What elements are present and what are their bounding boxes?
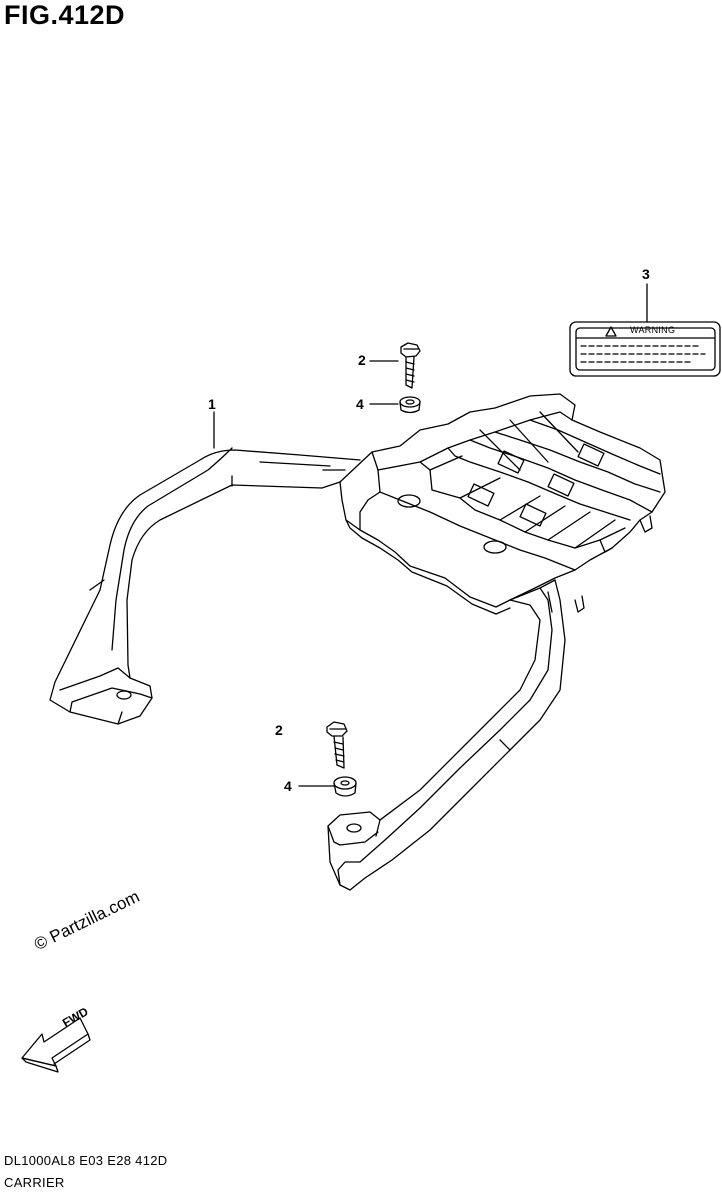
callout-3: 3 [642,266,650,282]
washer-lower [333,776,357,797]
carrier-right-arm [327,579,566,891]
washer-upper [399,396,421,414]
warning-triangle-icon [605,326,617,337]
callout-4-lower: 4 [284,778,292,794]
bolt-lower [326,721,348,769]
carrier-rack-plate [339,393,666,615]
callout-2-lower: 2 [275,722,283,738]
forward-arrow-icon [21,1017,91,1073]
warning-label-part [569,321,721,377]
figure-title: FIG.412D [4,0,126,30]
callout-1: 1 [208,396,216,412]
callout-2-upper: 2 [358,352,366,368]
bolt-upper [400,342,421,389]
section-name: CARRIER [4,1175,65,1190]
model-code: DL1000AL8 E03 E28 412D [4,1153,168,1168]
warning-label-text: WARNING [630,325,676,335]
callout-4-upper: 4 [356,396,364,412]
carrier-left-arm [49,447,361,725]
